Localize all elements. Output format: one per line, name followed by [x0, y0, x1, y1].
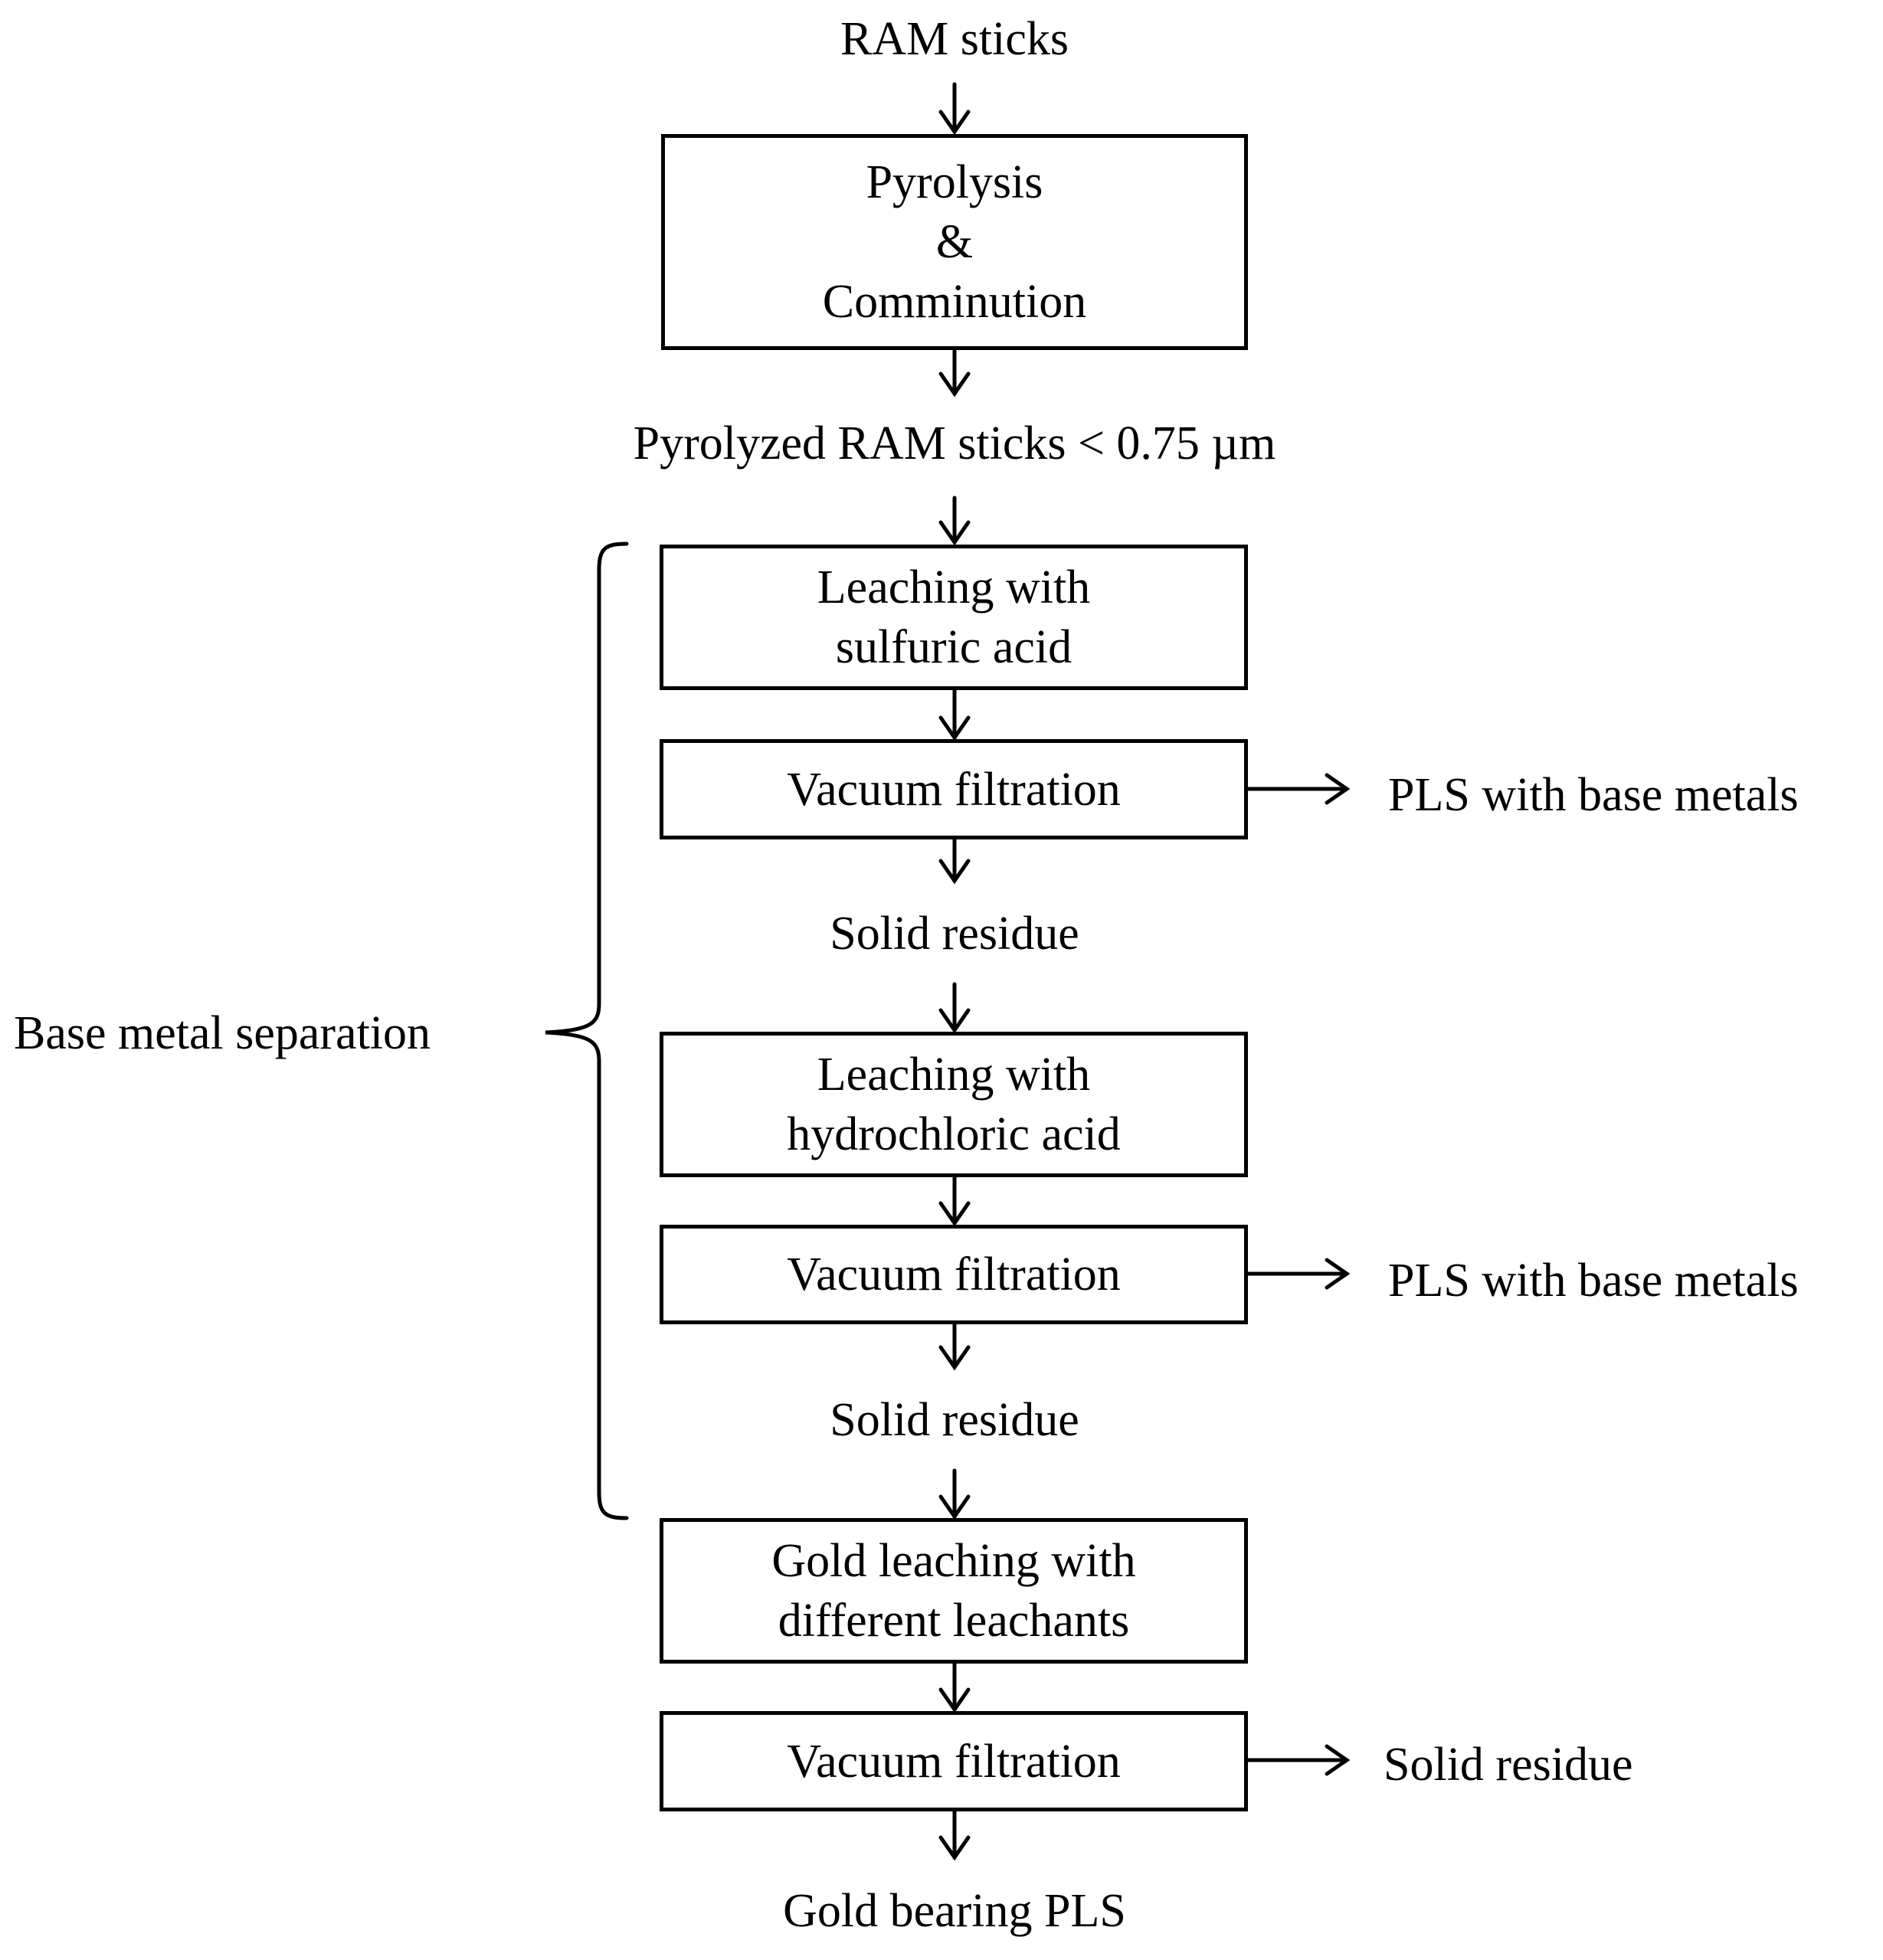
- solid-residue-label-2: Solid residue: [830, 1394, 1079, 1446]
- hcl-leach-line-1: Leaching with: [817, 1049, 1091, 1101]
- arrow-pyrolysis-to-pyrolyzed: [938, 348, 971, 398]
- arrow-filtration2-to-residue2: [938, 1322, 971, 1371]
- output-label: Gold bearing PLS: [783, 1885, 1126, 1937]
- vacuum-filtration-2-text: Vacuum filtration: [787, 1248, 1121, 1301]
- pls-label-1: PLS with base metals: [1388, 769, 1799, 821]
- vacuum-filtration-box-2: Vacuum filtration: [660, 1225, 1248, 1324]
- gold-leach-line-1: Gold leaching with: [771, 1535, 1136, 1587]
- hcl-leach-line-2: hydrochloric acid: [787, 1108, 1121, 1160]
- solid-residue-label-3: Solid residue: [1384, 1739, 1633, 1791]
- arrow-hcl-to-filtration2: [938, 1175, 971, 1227]
- arrow-sulfuric-to-filtration1: [938, 688, 971, 741]
- gold-leach-box: Gold leaching with different leachants: [660, 1518, 1248, 1664]
- pyrolysis-box: Pyrolysis & Comminution: [661, 134, 1248, 350]
- base-metal-separation-brace: [545, 542, 629, 1520]
- vacuum-filtration-box-1: Vacuum filtration: [660, 739, 1248, 839]
- sulfuric-leach-line-2: sulfuric acid: [835, 621, 1072, 673]
- arrow-filtration1-to-pls1: [1245, 773, 1351, 805]
- vacuum-filtration-1-text: Vacuum filtration: [787, 763, 1121, 816]
- pyrolysis-line-2: &: [935, 216, 974, 268]
- pyrolysis-line-1: Pyrolysis: [866, 156, 1043, 208]
- arrow-residue2-to-gold: [938, 1468, 971, 1520]
- arrow-filtration2-to-pls2: [1245, 1258, 1351, 1290]
- arrow-filtration3-to-output: [938, 1809, 971, 1861]
- arrow-filtration3-to-residue3: [1245, 1744, 1351, 1776]
- arrow-residue1-to-hcl: [938, 982, 971, 1034]
- base-metal-separation-label: Base metal separation: [14, 1007, 431, 1059]
- sulfuric-leach-line-1: Leaching with: [817, 561, 1091, 614]
- hcl-leach-box: Leaching with hydrochloric acid: [660, 1032, 1248, 1177]
- pyrolysis-line-3: Comminution: [822, 276, 1087, 328]
- arrow-pyrolyzed-to-sulfuric: [938, 496, 971, 546]
- arrow-filtration1-to-residue1: [938, 837, 971, 885]
- arrow-input-to-pyrolysis: [938, 82, 971, 136]
- sulfuric-leach-box: Leaching with sulfuric acid: [660, 545, 1248, 690]
- solid-residue-label-1: Solid residue: [830, 908, 1079, 960]
- pls-label-2: PLS with base metals: [1388, 1255, 1799, 1307]
- gold-leach-line-2: different leachants: [778, 1595, 1130, 1647]
- arrow-gold-to-filtration3: [938, 1661, 971, 1713]
- vacuum-filtration-box-3: Vacuum filtration: [660, 1711, 1248, 1811]
- input-label: RAM sticks: [840, 13, 1069, 65]
- pyrolyzed-label: Pyrolyzed RAM sticks < 0.75 µm: [633, 417, 1276, 470]
- vacuum-filtration-3-text: Vacuum filtration: [787, 1735, 1121, 1788]
